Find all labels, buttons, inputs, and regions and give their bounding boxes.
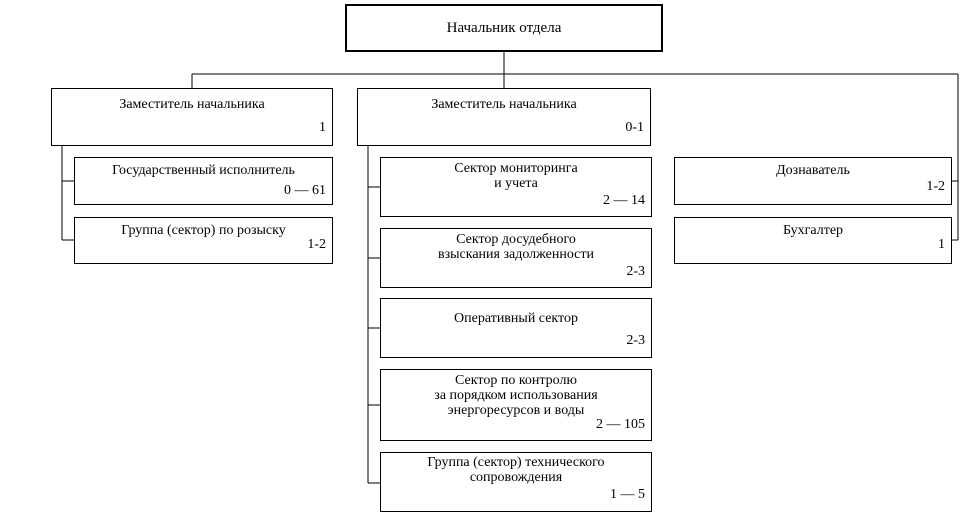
unit-count: 0 — 61 (284, 183, 326, 198)
unit-title: Сектор мониторинга и учета (454, 161, 578, 191)
unit-title: Оперативный сектор (454, 311, 578, 326)
middle-unit-operative: Оперативный сектор 2-3 (380, 298, 652, 358)
left-deputy-count: 1 (319, 120, 326, 135)
middle-deputy-box: Заместитель начальника 0-1 (357, 88, 651, 146)
unit-count: 1-2 (926, 179, 945, 194)
middle-unit-pretrial-recovery: Сектор досудебного взыскания задолженнос… (380, 228, 652, 288)
left-unit-search-group: Группа (сектор) по розыску 1-2 (74, 217, 333, 264)
unit-title: Сектор по контролю за порядком использов… (434, 373, 598, 418)
right-unit-investigator: Дознаватель 1-2 (674, 157, 952, 205)
unit-title: Сектор досудебного взыскания задолженнос… (437, 232, 595, 262)
unit-title: Группа (сектор) технического сопровожден… (427, 455, 605, 485)
middle-unit-energy-control: Сектор по контролю за порядком использов… (380, 369, 652, 441)
unit-count: 2 — 14 (603, 193, 645, 208)
right-unit-accountant: Бухгалтер 1 (674, 217, 952, 264)
unit-count: 1 (938, 237, 945, 252)
middle-unit-tech-support: Группа (сектор) технического сопровожден… (380, 452, 652, 512)
unit-title: Дознаватель (776, 163, 850, 178)
middle-deputy-title: Заместитель начальника (431, 97, 577, 112)
unit-title: Государственный исполнитель (112, 163, 295, 178)
left-deputy-box: Заместитель начальника 1 (51, 88, 333, 146)
head-box: Начальник отдела (345, 4, 663, 52)
left-deputy-title: Заместитель начальника (119, 97, 265, 112)
unit-count: 1 — 5 (610, 487, 645, 502)
unit-count: 2-3 (626, 333, 645, 348)
middle-unit-monitoring: Сектор мониторинга и учета 2 — 14 (380, 157, 652, 217)
middle-deputy-count: 0-1 (625, 120, 644, 135)
left-unit-state-executor: Государственный исполнитель 0 — 61 (74, 157, 333, 205)
unit-title: Бухгалтер (782, 223, 844, 238)
unit-count: 2-3 (626, 264, 645, 279)
unit-title: Группа (сектор) по розыску (121, 223, 286, 238)
unit-count: 2 — 105 (596, 417, 645, 432)
unit-count: 1-2 (307, 237, 326, 252)
head-title: Начальник отдела (446, 20, 562, 36)
